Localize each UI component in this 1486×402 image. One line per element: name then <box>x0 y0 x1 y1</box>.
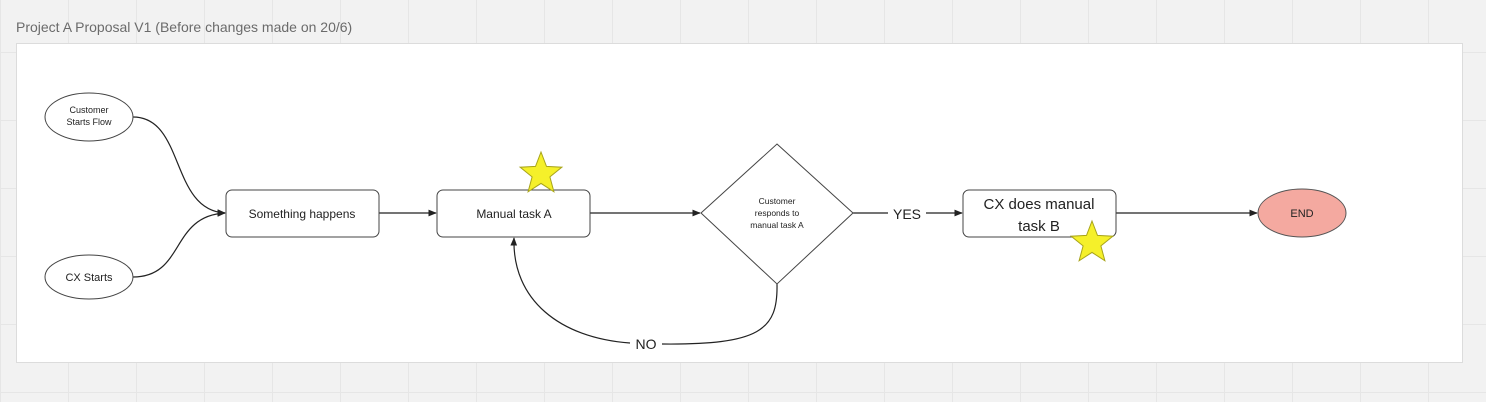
node-decision-line3: manual task A <box>750 220 804 230</box>
node-cx-starts-label: CX Starts <box>65 272 113 284</box>
edge-customer-to-something <box>132 116 226 216</box>
node-decision-line2: responds to <box>755 208 800 218</box>
node-task-b-line2: task B <box>1018 218 1060 235</box>
edge-label-no: NO <box>636 336 657 352</box>
edge-cx-to-something <box>132 210 226 278</box>
star-icon[interactable] <box>518 150 564 193</box>
node-customer-starts-flow[interactable]: Customer Starts Flow <box>44 92 134 142</box>
node-something-happens-label: Something happens <box>249 207 356 221</box>
frame-title: Project A Proposal V1 (Before changes ma… <box>16 19 353 35</box>
node-cx-manual-task-b[interactable]: CX does manual task B <box>962 189 1117 238</box>
edge-label-yes: YES <box>893 206 921 222</box>
node-manual-task-a-label: Manual task A <box>476 207 551 221</box>
node-manual-task-a[interactable]: Manual task A <box>436 189 591 238</box>
node-cx-starts[interactable]: CX Starts <box>44 254 134 300</box>
node-end[interactable]: END <box>1257 188 1347 238</box>
node-end-label: END <box>1290 208 1313 220</box>
node-decision-customer-responds[interactable]: Customer responds to manual task A <box>700 143 854 285</box>
edge-decision-no-branch <box>661 283 778 345</box>
node-customer-starts-line2: Starts Flow <box>66 117 112 127</box>
node-customer-starts-line1: Customer <box>69 105 108 115</box>
node-decision-line1: Customer <box>759 196 796 206</box>
edge-no-to-task-a <box>510 237 631 344</box>
node-something-happens[interactable]: Something happens <box>225 189 380 238</box>
node-task-b-line1: CX does manual <box>984 196 1095 213</box>
star-icon[interactable] <box>1069 219 1115 262</box>
